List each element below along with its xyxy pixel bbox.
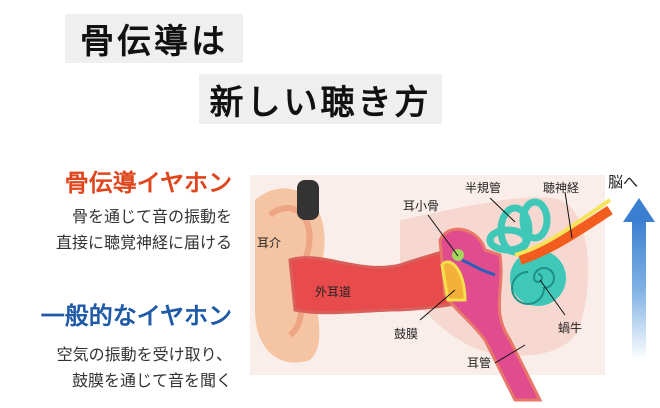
arrow-up-icon	[623, 198, 655, 222]
label-cochlea: 蝸牛	[558, 320, 582, 335]
label-eustachian-tube: 耳管	[467, 355, 491, 370]
regular-earphone-description: 空気の振動を受け取り、 鼓膜を通じて音を聞く	[57, 342, 232, 394]
bone-conduction-heading: 骨伝導イヤホン	[64, 169, 232, 197]
arrow-shaft	[632, 220, 646, 360]
label-semicircular-canals: 半規管	[465, 180, 501, 195]
middle-ear-and-eustachian-tube	[438, 227, 543, 402]
leader-lines	[419, 191, 573, 364]
auditory-nerve	[518, 205, 613, 265]
ossicle-chain	[461, 258, 496, 277]
label-ear-canal: 外耳道	[315, 285, 351, 299]
description-line: 骨を通じて音の振動を	[71, 207, 232, 226]
label-auditory-nerve: 聴神経	[543, 181, 579, 195]
label-to-brain: 脳へ	[608, 173, 638, 191]
description-line: 直接に聴覚神経に届ける	[55, 233, 232, 252]
semicircular-canals	[486, 198, 551, 256]
description-line: 空気の振動を受け取り、	[56, 345, 232, 364]
label-eardrum: 鼓膜	[394, 327, 418, 341]
bone-conduction-earphone	[297, 180, 319, 220]
label-auricle: 耳介	[257, 236, 281, 250]
cochlea	[510, 250, 566, 306]
ear-anatomy-diagram: 耳介 外耳道 耳小骨 半規管 聴神経 鼓膜 蝸牛 耳管 脳へ	[250, 173, 655, 402]
description-line: 鼓膜を通じて音を聞く	[71, 371, 232, 390]
bone-conduction-description: 骨を通じて音の振動を 直接に聴覚神経に届ける	[56, 204, 232, 256]
nerve-fibers	[514, 198, 612, 257]
label-ossicles: 耳小骨	[403, 199, 439, 213]
cochlea-spiral	[511, 267, 555, 305]
title-line-2: 新しい聴き方	[199, 74, 442, 124]
title-line-1: 骨伝導は	[65, 14, 243, 63]
regular-earphone-heading: 一般的なイヤホン	[40, 302, 232, 330]
eardrum-shape	[440, 260, 467, 302]
